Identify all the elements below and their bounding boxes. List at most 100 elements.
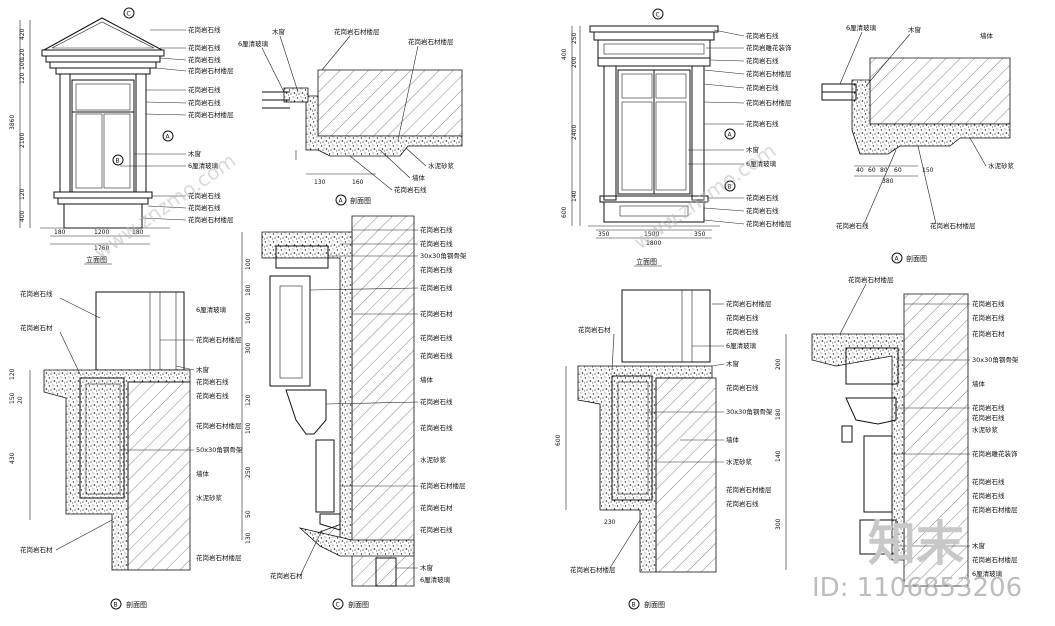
right-sec-b-rlabel-3: 6厘清玻璃	[726, 341, 757, 350]
right-sec-c-label-0: 花岗岩石线	[972, 299, 1005, 308]
left-sec-c-dim-5: 100	[245, 422, 252, 434]
right-sec-b-rlabel-8: 水泥砂浆	[726, 457, 753, 466]
right-elev-label-3: 花岗岩石材楼层	[746, 69, 792, 78]
left-elev-label-7: 木窗	[188, 149, 201, 158]
right-sec-c-label-7: 水泥砂浆	[972, 425, 999, 434]
left-sec-b-rlabel-6: 50x30角钢骨架	[196, 445, 243, 454]
left-sec-c-label-16: 6厘清玻璃	[420, 575, 451, 584]
left-sec-a-marker: A	[339, 198, 344, 205]
right-sec-b-rlabel-6: 30x30角钢骨架	[726, 407, 773, 416]
left-elev-label-9: 花岗岩石线	[188, 191, 221, 200]
right-elev-label-10: 花岗岩石线	[746, 206, 779, 215]
left-sec-c-label-10: 花岗岩石线	[420, 423, 453, 432]
left-elev-label-2: 花岗岩石线	[188, 55, 221, 64]
dim-v-2: 100	[19, 58, 26, 70]
right-sec-b-rlabel-10: 花岗岩石线	[726, 499, 759, 508]
dim-total-w: 1760	[94, 245, 109, 252]
dim-v-3: 120	[19, 72, 26, 84]
left-sec-a-title: 剖面图	[350, 196, 371, 205]
left-sec-a-label-5: 墙体	[412, 173, 426, 182]
right-sec-a-label-0: 6厘清玻璃	[846, 23, 877, 32]
right-elev-dimb-1: 1500	[644, 231, 659, 238]
dim-v-5: 120	[19, 188, 26, 200]
dim-b-1: 1200	[94, 229, 109, 236]
left-sec-c-label-12: 花岗岩石材楼层	[420, 481, 466, 490]
right-elev-label-2: 花岗岩石线	[746, 56, 779, 65]
left-sec-a-label-2: 花岗岩石材楼层	[334, 27, 380, 36]
right-sec-c-label-1: 花岗岩石线	[972, 313, 1005, 322]
left-elev-label-10: 花岗岩石线	[188, 203, 221, 212]
right-elev-dimb-2: 350	[694, 231, 706, 238]
left-sec-c-dim-6: 250	[245, 466, 252, 478]
left-sec-c-title: 剖面图	[348, 600, 369, 609]
left-sec-c-label-5: 花岗岩石材	[420, 309, 453, 318]
right-elev-dimv-2: 200	[571, 56, 578, 68]
right-sec-b-rlabel-9: 花岗岩石材楼层	[726, 485, 772, 494]
left-elev-label-8: 6厘清玻璃	[188, 161, 219, 170]
left-sec-c-label-8: 墙体	[420, 375, 434, 384]
right-sec-b-rlabel-4: 木窗	[726, 359, 739, 368]
left-sec-b-dim-3: 430	[9, 452, 16, 464]
right-elev-label-0: 花岗岩石线	[746, 31, 779, 40]
left-sec-c-label-4: 花岗岩石线	[420, 283, 453, 292]
left-elev-label-5: 花岗岩石线	[188, 98, 221, 107]
left-sec-b-rlabel-1: 花岗岩石材楼层	[196, 335, 242, 344]
right-elev-marker-b: B	[728, 184, 732, 191]
right-elev-marker-c: C	[656, 12, 660, 19]
right-sec-a-dim-0: 40	[856, 167, 864, 174]
left-elev-label-6: 花岗岩石材楼层	[188, 110, 234, 119]
left-sec-b-dim-0: 120	[9, 368, 16, 380]
right-sec-a-label-4: 花岗岩石线	[836, 221, 869, 230]
left-sec-a-label-3: 花岗岩石材楼层	[408, 37, 454, 46]
right-section-c: 200 180 140 300 花岗岩石材楼层 花岗岩石线 花岗岩石线 花岗岩石…	[775, 275, 1019, 587]
left-sec-c-dim-8: 130	[245, 532, 252, 544]
left-sec-a-label-6: 花岗岩石线	[394, 185, 427, 194]
right-sec-b-rlabel-0: 花岗岩石材楼层	[726, 299, 772, 308]
left-sec-c-label-9: 花岗岩石线	[420, 397, 453, 406]
right-section-b: 600 230 花岗岩石材 花岗岩石材楼层 花岗岩石材楼层 花岗岩石线 花岗岩石…	[555, 289, 773, 610]
left-elev-label-0: 花岗岩石线	[188, 25, 221, 34]
right-sec-c-label-6: 花岗岩石线	[972, 413, 1005, 422]
left-sec-b-rlabel-9: 花岗岩石材楼层	[196, 553, 242, 562]
left-sec-c-label-13: 花岗岩石材	[420, 503, 453, 512]
left-sec-c-label-11: 水泥砂浆	[420, 455, 447, 464]
right-sec-b-rlabel-5: 花岗岩石线	[726, 383, 759, 392]
right-sec-c-label-8: 花岗岩雕花装饰	[972, 449, 1018, 458]
right-sec-c-label-2: 花岗岩石材	[972, 329, 1005, 338]
left-sec-a-label-4: 水泥砂浆	[428, 161, 455, 170]
right-elevation: C A B 400 250 200 2400 140 600 350 1500 …	[561, 8, 792, 267]
left-sec-b-rlabel-3: 花岗岩石线	[196, 377, 229, 386]
left-sec-c-label-15: 木窗	[420, 563, 433, 572]
dim-b-2: 180	[132, 229, 144, 236]
right-sec-c-label-12: 木窗	[972, 541, 985, 550]
right-sec-b-title: 剖面图	[644, 600, 665, 609]
left-elev-label-3: 花岗岩石材楼层	[188, 66, 234, 75]
left-elevation-title: 立面图	[86, 255, 107, 264]
marker-c-elev	[123, 7, 135, 19]
left-sec-b-llabel-1: 花岗岩石材	[20, 323, 53, 332]
right-sec-c-label-3: 30x30角钢骨架	[972, 355, 1019, 364]
right-elev-dimv-0: 400	[561, 48, 568, 60]
right-sec-c-label-top: 花岗岩石材楼层	[848, 275, 894, 284]
right-sec-b-rlabel-2: 花岗岩石线	[726, 327, 759, 336]
right-elev-label-8: 6厘清玻璃	[746, 159, 777, 168]
left-sec-c-label-bottom: 花岗岩石材	[270, 571, 303, 580]
right-sec-c-label-13: 花岗岩石材楼层	[972, 555, 1018, 564]
right-section-a: 6厘清玻璃 木窗 墙体 水泥砂浆 花岗岩石线 花岗岩石材楼层 40 60 80 …	[821, 23, 1015, 264]
right-elev-dimb-0: 350	[598, 231, 610, 238]
right-sec-a-label-5: 花岗岩石材楼层	[930, 221, 976, 230]
right-elev-dimv-1: 250	[571, 32, 578, 44]
right-elev-label-6: 花岗岩石线	[746, 119, 779, 128]
marker-b-elev: B	[116, 158, 120, 165]
right-elev-label-1: 花岗岩雕花装饰	[746, 43, 792, 52]
right-elev-label-5: 花岗岩石材楼层	[746, 98, 792, 107]
left-section-b: 120 150 20 430 花岗岩石线 花岗岩石材 花岗岩石材 6厘清玻璃 花…	[9, 289, 243, 610]
marker-a-elev: A	[166, 134, 171, 141]
right-sec-b-dim-1: 230	[604, 519, 616, 526]
left-sec-c-label-2: 30x30角钢骨架	[420, 251, 467, 260]
left-sec-c-label-7: 花岗岩石线	[420, 351, 453, 360]
right-sec-b-llabel-1: 花岗岩石材楼层	[570, 565, 616, 574]
left-sec-b-rlabel-8: 水泥砂浆	[196, 493, 223, 502]
right-elev-dimv-3: 2400	[571, 125, 578, 140]
right-sec-c-label-5: 花岗岩石线	[972, 403, 1005, 412]
